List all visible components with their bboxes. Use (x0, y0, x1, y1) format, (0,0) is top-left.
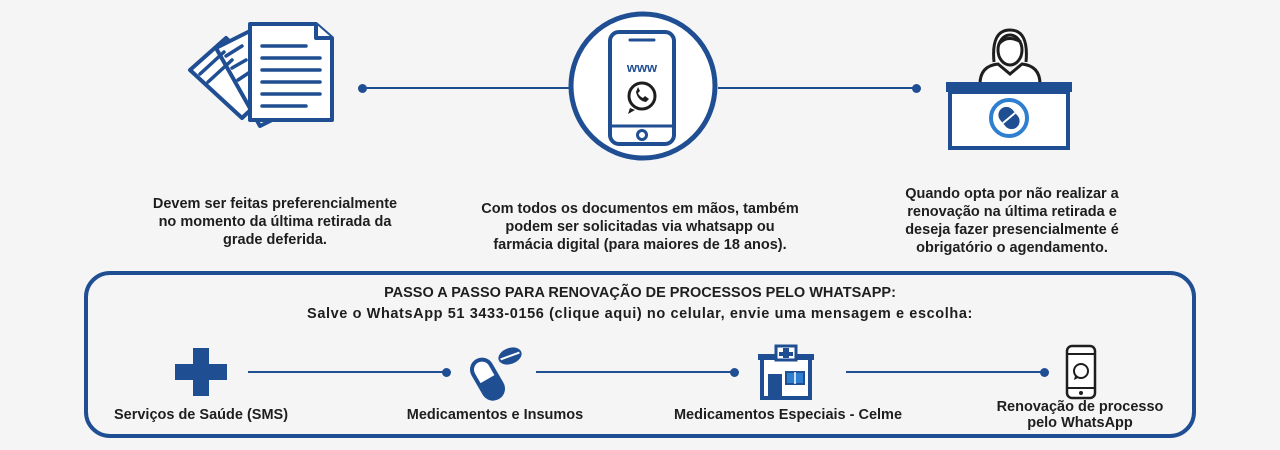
pharmacy-counter-icon (946, 28, 1072, 150)
step-2-text: Com todos os documentos em mãos, também … (481, 201, 799, 253)
panel-title: PASSO A PASSO PARA RENOVAÇÃO DE PROCESSO… (384, 285, 896, 301)
health-cross-icon (175, 348, 227, 396)
option-sms-label[interactable]: Serviços de Saúde (SMS) (113, 407, 289, 423)
panel-subtitle[interactable]: Salve o WhatsApp 51 3433-0156 (clique aq… (307, 306, 973, 322)
option-medicamentos-label[interactable]: Medicamentos e Insumos (406, 407, 584, 423)
whatsapp-steps-panel (84, 271, 1196, 438)
step-3-text: Quando opta por não realizar a renovação… (905, 186, 1119, 256)
connector-line (362, 87, 572, 89)
connector-line (718, 87, 916, 89)
option-celme-label[interactable]: Medicamentos Especiais - Celme (673, 407, 903, 423)
step-1-text: Devem ser feitas preferencialmente no mo… (152, 196, 398, 248)
connector-dot (442, 368, 451, 377)
connector-dot (1040, 368, 1049, 377)
phone-whatsapp-icon (1065, 344, 1097, 400)
svg-text:www: www (626, 60, 658, 75)
pharmacy-building-icon (758, 344, 814, 400)
documents-icon (188, 22, 334, 128)
pills-icon (470, 347, 522, 401)
smartphone-whatsapp-icon: www (568, 11, 718, 161)
connector-line (248, 371, 446, 373)
connector-line (846, 371, 1044, 373)
connector-dot (912, 84, 921, 93)
connector-line (536, 371, 734, 373)
connector-dot (730, 368, 739, 377)
option-whatsapp-renovacao-label[interactable]: Renovação de processo pelo WhatsApp (996, 399, 1164, 431)
